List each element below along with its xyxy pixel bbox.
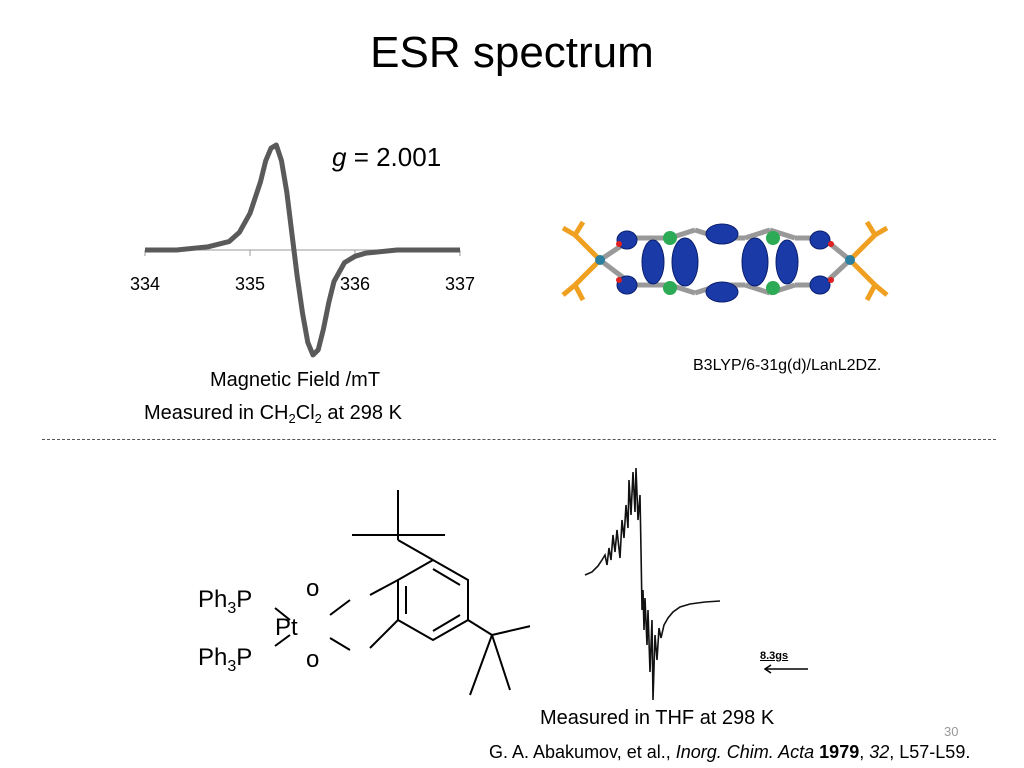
g-factor-label: g = 2.001 — [332, 142, 441, 173]
citation: G. A. Abakumov, et al., Inorg. Chim. Act… — [489, 742, 970, 763]
pt-label: Pt — [275, 614, 298, 641]
tick-labels: 334 335 336 337 — [130, 274, 475, 294]
spin-density-lobes — [616, 223, 831, 303]
measured-suffix: at 298 K — [321, 402, 402, 424]
oxygen-bottom-label: o — [306, 646, 319, 673]
x-tick-label: 337 — [445, 274, 475, 294]
g-symbol: g — [332, 142, 347, 172]
spin-density-image — [561, 220, 889, 303]
oxygen-atoms — [616, 241, 834, 283]
measured-sub1: 2 — [288, 411, 296, 426]
citation-pages: , L57-L59. — [889, 742, 971, 762]
citation-volume: 32 — [869, 742, 890, 762]
negative-lobes — [663, 231, 780, 295]
pt-atom-left — [595, 255, 605, 265]
x-tick-label: 335 — [235, 274, 265, 294]
phosphine-bonds — [561, 220, 889, 302]
citation-authors: G. A. Abakumov, et al., — [489, 742, 676, 762]
slide-number: 30 — [944, 724, 959, 739]
dft-method-label: B3LYP/6-31g(d)/LanL2DZ. — [693, 357, 882, 374]
ph3p-top-label: Ph3P — [198, 586, 252, 617]
citation-sep: , — [859, 742, 870, 762]
citation-journal: Inorg. Chim. Acta — [675, 742, 815, 762]
esr-spectrum-chart: 334 335 336 337 — [130, 142, 475, 358]
oxygen-top-label: o — [306, 575, 319, 602]
measured-prefix: Measured in CH — [144, 402, 289, 424]
structure-bonds — [274, 490, 530, 696]
scale-arrow-icon — [763, 664, 808, 674]
series-group — [145, 142, 460, 358]
measured-sub2: 2 — [314, 411, 322, 426]
citation-year: 1979 — [819, 742, 860, 762]
chemical-structure: Ph3P Ph3P Pt o o — [198, 490, 530, 696]
g-value: = 2.001 — [346, 142, 442, 172]
esr-spectrum-thf — [584, 467, 721, 701]
measurement-conditions-top: Measured in CH2Cl2 at 298 K — [144, 402, 402, 426]
section-divider — [42, 439, 996, 440]
ph3p-bottom-label: Ph3P — [198, 644, 252, 675]
x-tick-label: 334 — [130, 274, 160, 294]
slide-title: ESR spectrum — [370, 28, 654, 77]
scale-label: 8.3gs — [760, 650, 789, 662]
measured-mid: Cl — [295, 402, 315, 424]
measurement-conditions-bottom: Measured in THF at 298 K — [540, 707, 775, 729]
x-axis-label: Magnetic Field /mT — [210, 369, 381, 391]
pt-atom-right — [845, 255, 855, 265]
x-tick-label: 336 — [340, 274, 370, 294]
esr-series-line — [145, 142, 460, 358]
